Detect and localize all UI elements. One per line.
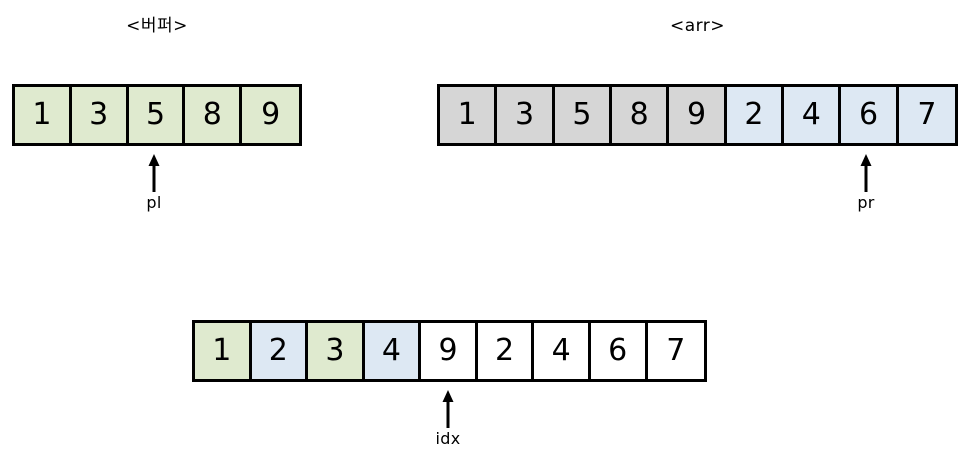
array-title-buffer: <버퍼> bbox=[126, 16, 188, 36]
array-cell: 2 bbox=[251, 323, 309, 379]
array-cell: 3 bbox=[308, 323, 365, 379]
array-cell: 9 bbox=[421, 323, 478, 379]
array-cell: 8 bbox=[185, 87, 243, 143]
array-cell: 6 bbox=[841, 87, 899, 143]
array-cell: 1 bbox=[15, 87, 72, 143]
array-cell: 5 bbox=[554, 87, 613, 143]
pointer-label-idx: idx bbox=[435, 429, 461, 448]
array-cell: 7 bbox=[898, 87, 956, 143]
array-title-arr: <arr> bbox=[669, 16, 726, 36]
array-cell: 2 bbox=[726, 87, 785, 143]
array-cell: 1 bbox=[195, 323, 252, 379]
pointer-label-pl: pl bbox=[146, 193, 162, 212]
arrow-up-icon bbox=[860, 154, 872, 192]
arrow-up-icon bbox=[442, 390, 454, 428]
array-cell: 5 bbox=[128, 87, 186, 143]
array-cell: 3 bbox=[71, 87, 129, 143]
array-cell: 8 bbox=[612, 87, 670, 143]
array-cell: 2 bbox=[477, 323, 535, 379]
array-arr: 1 3 5 8 9 2 4 6 7 bbox=[437, 84, 958, 146]
array-cell: 4 bbox=[784, 87, 842, 143]
pointer-pr: pr bbox=[836, 154, 896, 212]
array-cell: 1 bbox=[440, 87, 498, 143]
array-cell: 4 bbox=[534, 323, 591, 379]
array-buffer: 1 3 5 8 9 bbox=[12, 84, 302, 146]
array-cell: 9 bbox=[669, 87, 727, 143]
pointer-idx: idx bbox=[418, 390, 478, 448]
array-cell: 7 bbox=[647, 323, 705, 379]
array-result: 1 2 3 4 9 2 4 6 7 bbox=[192, 320, 707, 382]
pointer-pl: pl bbox=[124, 154, 184, 212]
pointer-label-pr: pr bbox=[857, 193, 875, 212]
arrow-up-icon bbox=[148, 154, 160, 192]
array-cell: 3 bbox=[497, 87, 555, 143]
array-cell: 4 bbox=[364, 323, 422, 379]
array-cell: 6 bbox=[590, 323, 648, 379]
array-cell: 9 bbox=[242, 87, 299, 143]
